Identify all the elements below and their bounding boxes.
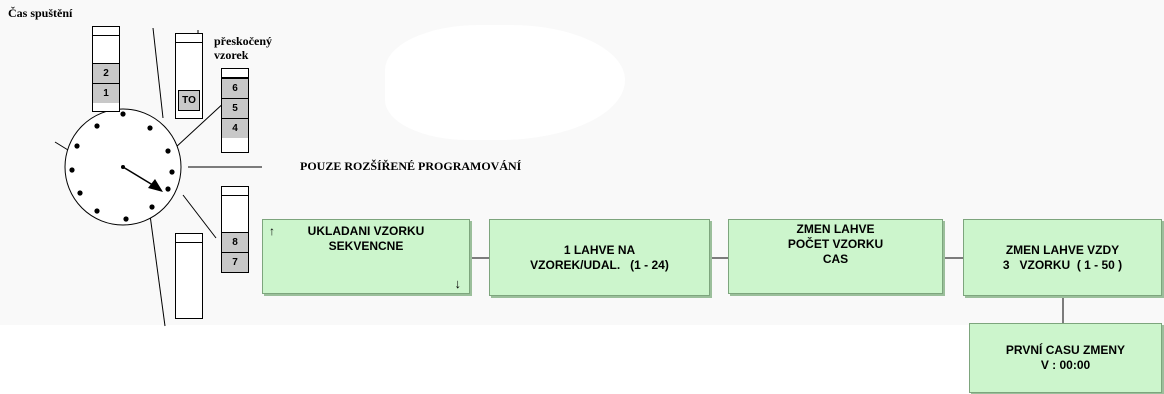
bottle-cell: 7 <box>222 252 248 272</box>
box-line: V : 00:00 <box>1040 358 1091 372</box>
change-every-box[interactable]: ZMEN LAHVE VZDY 3 VZORKU ( 1 - 50 ) <box>963 219 1162 296</box>
bottle-empty <box>175 233 203 319</box>
bottle-1-2: 2 1 <box>92 26 120 112</box>
box-line: 3 VZORKU ( 1 - 50 ) <box>1002 257 1123 272</box>
bottle-cell: 5 <box>222 98 248 118</box>
bottle-cell: 1 <box>93 83 119 103</box>
box-line: VZOREK/UDAL. (1 - 24) <box>530 257 669 272</box>
bottle-cell: 2 <box>93 63 119 83</box>
extended-programming-label: POUZE ROZŠÍŘENÉ PROGRAMOVÁNÍ <box>300 159 522 173</box>
bottle-cell: 8 <box>222 232 248 252</box>
first-change-time-box[interactable]: PRVNÍ CASU ZMENY V : 00:00 <box>969 323 1162 393</box>
bottle-cell: 4 <box>222 118 248 138</box>
clock-hand-arrowhead <box>148 179 163 192</box>
bottle-4-5-6: 6 5 4 <box>221 68 249 153</box>
box-line: CAS <box>822 252 849 266</box>
bottle-cell: 6 <box>222 78 248 98</box>
sequential-sampling-box[interactable]: ↑ UKLADANI VZORKU SEKVENCNE ↓ <box>262 219 470 294</box>
box-line: 1 LAHVE NA <box>563 242 636 257</box>
divider-line <box>182 194 217 239</box>
background-highlight <box>385 25 625 140</box>
box-line: ZMEN LAHVE <box>796 222 875 236</box>
box-line: ZMEN LAHVE VZDY <box>1005 242 1120 257</box>
bottle-to: TO <box>175 33 203 119</box>
clock-dots <box>69 111 175 222</box>
start-time-label: Čas spuštění <box>8 6 73 20</box>
down-arrow-icon: ↓ <box>454 276 462 291</box>
divider-line <box>152 27 164 119</box>
skipped-sample-label: přeskočený vzorek <box>214 34 272 62</box>
bottles-per-sample-box[interactable]: 1 LAHVE NA VZOREK/UDAL. (1 - 24) <box>489 219 710 296</box>
box-line: POČET VZORKU <box>787 237 884 251</box>
box-line: UKLADANI VZORKU <box>307 224 425 238</box>
bottle-7-8: 8 7 <box>221 186 249 273</box>
box-line: SEKVENCNE <box>328 239 404 253</box>
up-arrow-icon: ↑ <box>269 224 275 238</box>
divider-line <box>54 141 69 151</box>
bottle-cell: TO <box>178 90 200 111</box>
divider-line <box>149 214 166 327</box>
change-bottle-box[interactable]: ZMEN LAHVE POČET VZORKU CAS <box>728 219 943 294</box>
box-line: PRVNÍ CASU ZMENY <box>1005 343 1126 357</box>
